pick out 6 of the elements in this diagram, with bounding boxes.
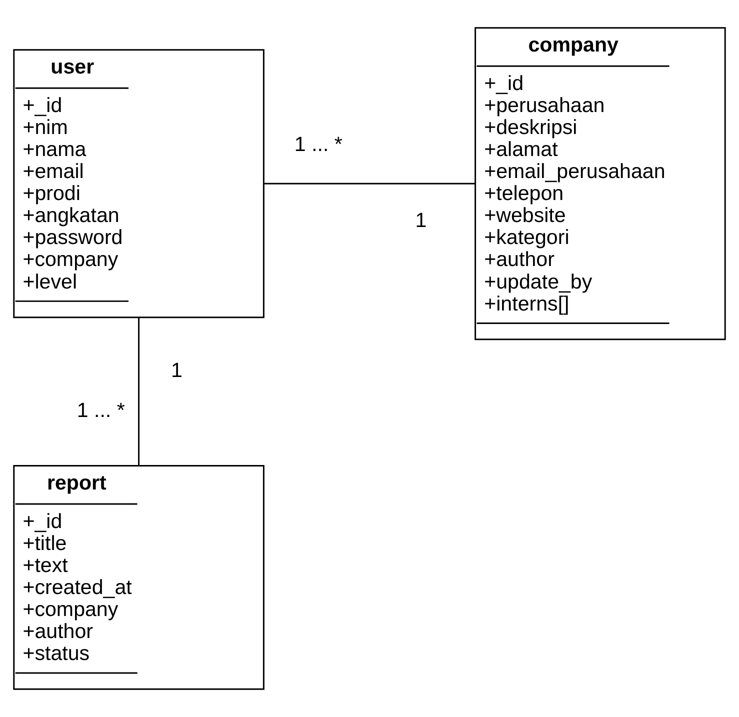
connector <box>138 318 140 466</box>
label: 1 ... * <box>294 133 342 156</box>
connector <box>264 182 476 184</box>
label: 1 ... * <box>76 398 125 422</box>
label: 1 <box>171 359 182 382</box>
label: 1 <box>415 209 427 232</box>
